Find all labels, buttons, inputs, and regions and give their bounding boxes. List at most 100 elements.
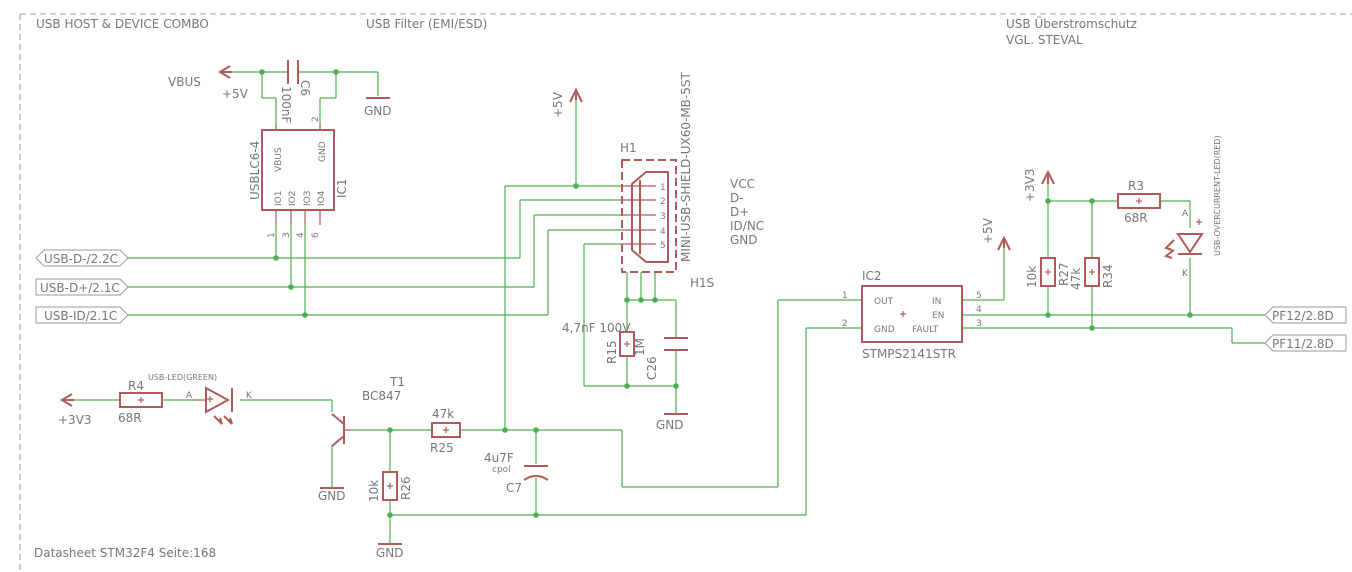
ic1-name: USBLC6-4 [248,141,262,200]
svg-text:GND: GND [318,141,328,162]
plus5v-label-a: +5V [222,87,249,101]
svg-text:4: 4 [660,227,666,237]
svg-text:USB-OVERCURRENT-LED(RED): USB-OVERCURRENT-LED(RED) [1213,135,1222,256]
svg-text:D+: D+ [730,205,749,219]
svg-text:4u7F: 4u7F [484,451,514,465]
svg-text:1: 1 [660,183,666,193]
capacitor-c6: C6 100nF [279,60,312,124]
svg-text:3: 3 [282,232,292,238]
svg-text:IO1: IO1 [274,191,284,206]
led-overcurrent-red: A K USB-OVERCURRENT-LED(RED) [1163,135,1222,279]
junction-dots [259,69,1193,518]
svg-text:GND: GND [656,418,684,432]
svg-text:2: 2 [842,319,848,329]
svg-text:3: 3 [976,319,982,329]
svg-text:IO4: IO4 [317,190,327,206]
svg-text:A: A [186,391,193,401]
svg-text:1M: 1M [633,338,647,356]
svg-text:4,7nF 100V: 4,7nF 100V [562,321,631,335]
sheet-frame [19,13,1352,572]
port-pf12[interactable]: PF12/2.8D [1264,306,1347,324]
svg-text:R4: R4 [128,379,144,393]
svg-text:USB-D-/2.2C: USB-D-/2.2C [44,252,118,266]
svg-text:68R: 68R [118,411,142,425]
svg-text:R25: R25 [430,441,454,455]
gnd-symbol-c6: GND [364,97,392,118]
ic1-usblc6: USBLC6-4 IC1 VBUS GND IO1 IO2 IO3 IO4 2 … [248,116,349,238]
supply-plus3v3-r4: +3V3 [58,393,92,427]
svg-text:R34: R34 [1101,264,1115,288]
supply-vbus: VBUS +5V [168,65,249,101]
section-subtitle-overcurrent: VGL. STEVAL [1006,33,1083,47]
supply-plus5v-ic2: +5V [981,217,1011,251]
vbus-label: VBUS [168,75,201,89]
port-usb-id[interactable]: USB-ID/2.1C [35,306,129,324]
section-title-overcurrent: USB Überstromschutz [1006,15,1137,31]
svg-text:K: K [246,391,253,401]
port-pf11[interactable]: PF11/2.8D [1264,334,1347,352]
svg-text:R15: R15 [605,340,619,364]
svg-text:A: A [1182,209,1189,219]
port-usb-dp[interactable]: USB-D+/2.1C [35,278,129,296]
svg-text:GND: GND [318,489,346,503]
svg-text:6: 6 [311,232,321,238]
svg-text:EN: EN [932,311,944,321]
port-usb-dm[interactable]: USB-D-/2.2C [35,249,129,267]
svg-text:R27: R27 [1057,262,1071,286]
capacitor-c7: 4u7F cpol C7 [484,451,549,495]
svg-text:R26: R26 [399,476,413,500]
h1-part: MINI-USB-SHIELD-UX60-MB-5ST [679,72,693,262]
gnd-symbol-r26: GND [376,543,404,560]
svg-text:USB-LED(GREEN): USB-LED(GREEN) [148,373,217,382]
resistor-r34: 47k R34 [1069,257,1115,290]
svg-text:+5V: +5V [551,91,565,118]
svg-text:PF12/2.8D: PF12/2.8D [1272,309,1334,323]
svg-text:USB-D+/2.1C: USB-D+/2.1C [40,281,120,295]
gnd-symbol-h1: GND [656,413,688,432]
svg-text:GND: GND [874,325,895,335]
ic2-stmps2141: IC2 STMPS2141STR OUT GND IN EN FAULT 1 2… [842,269,982,361]
svg-text:FAULT: FAULT [912,325,939,335]
svg-text:2: 2 [660,197,666,207]
svg-text:IO3: IO3 [303,191,313,206]
svg-text:BC847: BC847 [362,389,401,403]
svg-text:5: 5 [660,241,666,251]
svg-text:1: 1 [842,291,848,301]
transistor-t1: T1 BC847 [331,375,405,447]
svg-text:ID/NC: ID/NC [730,219,764,233]
section-title-host-device: USB HOST & DEVICE COMBO [36,17,209,31]
svg-text:IN: IN [932,297,941,307]
svg-text:68R: 68R [1124,211,1148,225]
gnd-symbol-t1: GND [318,487,346,503]
capacitor-c26: C26 4,7nF 100V [562,321,688,380]
svg-text:GND: GND [376,546,404,560]
svg-text:C7: C7 [506,481,522,495]
wires [72,71,1265,544]
mini-usb-connector-h1: 1 2 3 4 5 H1 H1S MINI-USB-SHIELD-UX60-MB… [620,72,764,290]
svg-text:cpol: cpol [492,465,511,475]
svg-text:C6: C6 [298,80,312,96]
h1-ref: H1 [620,141,637,155]
svg-text:D-: D- [730,191,744,205]
svg-text:PF11/2.8D: PF11/2.8D [1272,337,1334,351]
supply-plus5v-h1: +5V [551,87,583,118]
section-title-filter: USB Filter (EMI/ESD) [366,17,487,31]
svg-text:VBUS: VBUS [274,147,284,172]
svg-text:3: 3 [660,212,666,222]
ic2-part: STMPS2141STR [862,347,956,361]
svg-text:C26: C26 [645,356,659,380]
resistor-r27: 10k R27 [1025,257,1071,288]
svg-text:10k: 10k [367,480,381,502]
svg-text:4: 4 [296,232,306,238]
svg-text:GND: GND [364,104,392,118]
svg-text:T1: T1 [389,375,405,389]
svg-text:47k: 47k [1069,268,1083,290]
h1-signals: VCC D- D+ ID/NC GND [730,177,764,247]
svg-text:GND: GND [730,233,758,247]
h1-pins: 1 2 3 4 5 [622,183,666,251]
svg-text:+3V3: +3V3 [58,413,92,427]
svg-text:47k: 47k [432,407,454,421]
h1-shield-ref: H1S [690,276,714,290]
